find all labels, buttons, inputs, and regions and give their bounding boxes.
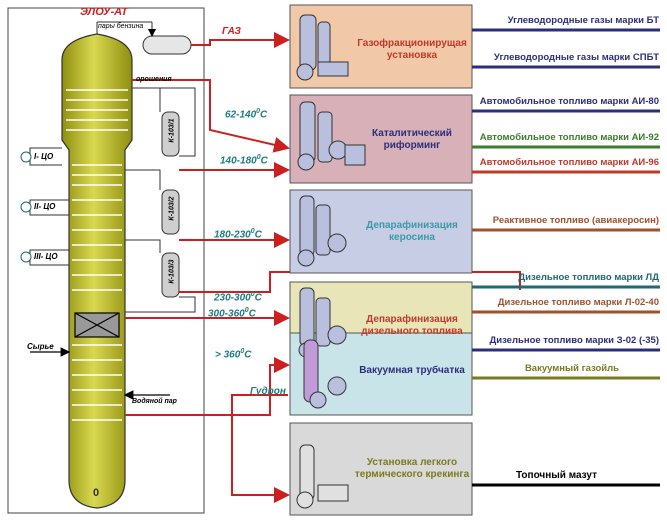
cut-180-230: 180-2300C xyxy=(214,228,262,241)
cut-300-360: 300-3600C xyxy=(208,307,256,320)
pumparound-lines xyxy=(20,87,196,313)
unit-title-2: Каталитический риформинг xyxy=(372,128,452,151)
stripper-k1-label: К-103/1 xyxy=(168,118,176,143)
unit-title-3: Депарафинизация керосина xyxy=(366,220,458,243)
side-strippers xyxy=(161,111,180,298)
feed-label: Сырье xyxy=(27,342,54,351)
unit-title-4: Депарафинизация дизельного топлива xyxy=(361,314,463,337)
cut-230-300-value: 230-300 xyxy=(214,292,251,304)
co3-label: III- ЦО xyxy=(34,252,58,261)
column-title: ЭЛОУ-АТ xyxy=(80,6,128,18)
cut-180-230-value: 180-230 xyxy=(214,229,251,241)
cut-360-value: > 360 xyxy=(215,349,241,361)
product-6: Реактивное топливо (авиакеросин) xyxy=(492,215,659,226)
cut-62-140: 62-1400C xyxy=(225,108,268,121)
co1-label: I- ЦО xyxy=(34,152,54,161)
distillation-column xyxy=(61,33,133,509)
unit-title-6: Установка легкого термического крекинга xyxy=(354,457,470,480)
product-5: Автомобильное топливо марки АИ-96 xyxy=(479,157,659,168)
steam-label: Водяной пар xyxy=(132,398,177,405)
cut-140-180: 140-1800C xyxy=(220,154,268,167)
cut-gas: ГАЗ xyxy=(222,26,241,37)
cut-62-140-value: 62-140 xyxy=(225,109,257,121)
product-11: Топочный мазут xyxy=(515,470,597,481)
product-3: Автомобильное топливо марки АИ-80 xyxy=(479,96,659,107)
product-9: Дизельное топливо марки З-02 (-35) xyxy=(489,335,659,346)
reflux-drum xyxy=(142,35,192,55)
cut-300-360-value: 300-360 xyxy=(208,308,245,320)
unit-title-1: Газофракционирущая установка xyxy=(357,38,467,61)
column-frame xyxy=(7,7,205,514)
cut-360: > 3600C xyxy=(215,348,252,361)
product-2: Углеводородные газы марки СПБТ xyxy=(493,52,659,63)
cut-140-180-value: 140-180 xyxy=(220,155,257,167)
co2-label: II- ЦО xyxy=(34,202,56,211)
product-10: Вакуумный газойль xyxy=(524,363,619,374)
fraction-lines xyxy=(125,32,521,503)
product-4: Автомобильное топливо марки АИ-92 xyxy=(479,132,659,143)
reflux-label: орошения xyxy=(136,76,172,83)
column-bottom-mark: 0 xyxy=(93,487,100,499)
cut-tar: Гудрон xyxy=(250,386,286,397)
unit-title-5: Вакуумная трубчатка xyxy=(359,365,465,376)
equipment-icons xyxy=(296,14,366,509)
product-7: Дизельное топливо марки ЛД xyxy=(518,272,659,283)
vapor-label: пары бензина xyxy=(98,23,144,30)
stripper-k3-label: К-103/3 xyxy=(168,259,176,284)
column-trays xyxy=(66,89,128,421)
product-8: Дизельное топливо марки Л-02-40 xyxy=(497,297,659,308)
product-arrows xyxy=(472,28,660,487)
product-1: Углеводородные газы марки БТ xyxy=(507,15,659,26)
cut-230-300: 230-3000C xyxy=(214,291,262,304)
stripper-k2-label: К-103/2 xyxy=(168,196,176,221)
